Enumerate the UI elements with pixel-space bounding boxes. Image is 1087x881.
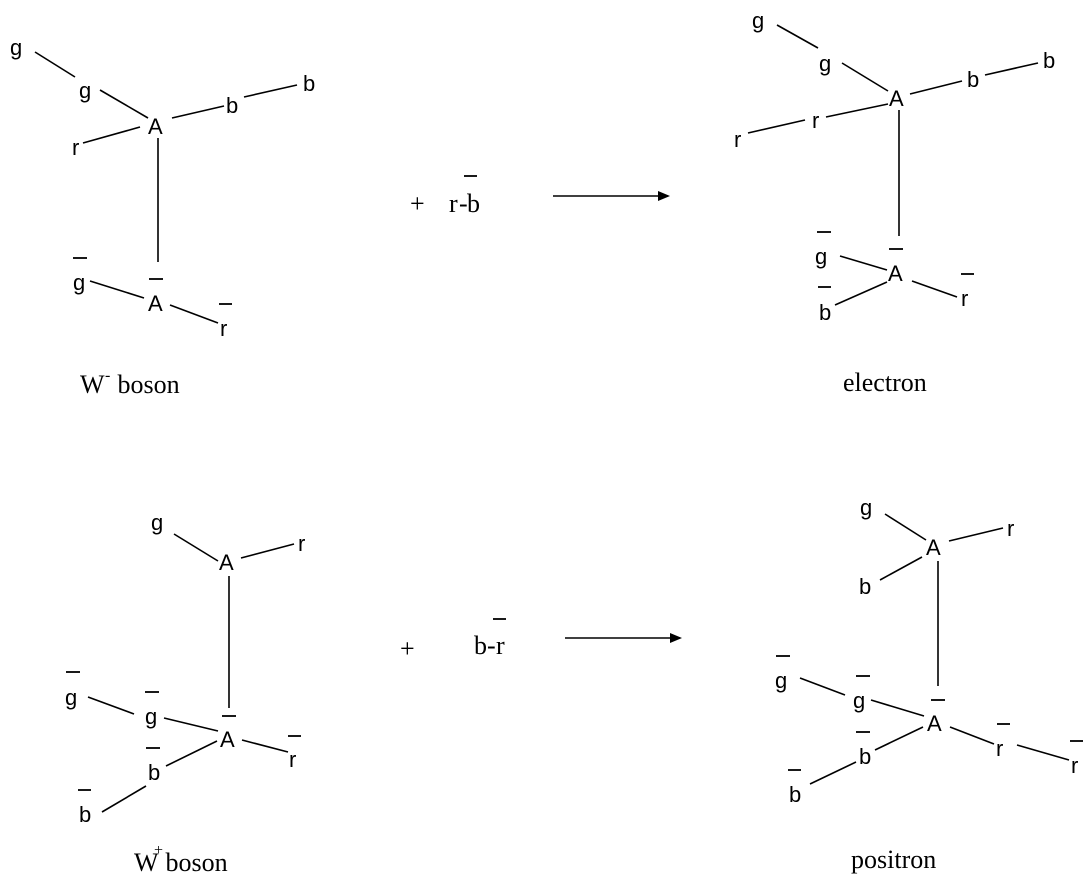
addend-left: r <box>449 189 458 218</box>
addend-left: b <box>474 631 487 660</box>
addend-dash: - <box>487 631 496 660</box>
name-rest: boson <box>159 848 228 877</box>
node-r-anti-inner: r <box>996 736 1003 761</box>
node-a-anti: A <box>220 727 235 752</box>
node-a-top: A <box>889 86 904 111</box>
reaction-2-addend: + b - r <box>400 618 506 663</box>
node-b: b <box>859 574 871 599</box>
node-g-anti-outer: g <box>775 668 787 693</box>
node-r: r <box>298 531 305 556</box>
plus-sign: + <box>410 189 425 218</box>
node-g-outer: g <box>752 8 764 33</box>
addend-right: b <box>467 189 480 218</box>
node-r-anti-outer: r <box>1071 753 1078 778</box>
name-base: W <box>80 370 105 399</box>
node-r-anti: r <box>961 286 968 311</box>
node-g-anti-inner: g <box>853 688 865 713</box>
w-minus-boson-label: W - boson <box>80 367 180 399</box>
node-a-anti: A <box>888 261 903 286</box>
plus-sign: + <box>400 634 415 663</box>
node-g-inner: g <box>79 78 91 103</box>
node-g-anti-outer: g <box>65 685 77 710</box>
node-g-anti: g <box>815 244 827 269</box>
node-g: g <box>151 510 163 535</box>
node-r: r <box>72 135 79 160</box>
node-g: g <box>860 495 872 520</box>
node-b-anti-outer: b <box>79 802 91 827</box>
reaction-1-addend: + r - b <box>410 175 480 218</box>
node-g-inner: g <box>819 51 831 76</box>
w-plus-boson-label: W + boson <box>134 842 228 877</box>
node-b-outer: b <box>1043 48 1055 73</box>
node-a-top: A <box>926 535 941 560</box>
electron-label: electron <box>843 368 927 397</box>
node-g-anti: g <box>73 270 85 295</box>
addend-dash: - <box>459 189 468 218</box>
positron-label: positron <box>851 845 936 874</box>
node-a-top: A <box>148 114 163 139</box>
node-b-inner: b <box>967 67 979 92</box>
node-a-top: A <box>219 550 234 575</box>
node-b-anti-outer: b <box>789 782 801 807</box>
name-rest: boson <box>111 370 180 399</box>
node-b-inner: b <box>226 93 238 118</box>
node-a-anti: A <box>148 291 163 316</box>
name-sup: + <box>154 842 163 859</box>
node-r-anti: r <box>289 747 296 772</box>
positron-structure: g A r b g g A b b r r <box>775 495 1083 807</box>
node-r-outer: r <box>734 127 741 152</box>
node-g-outer: g <box>10 35 22 60</box>
w-plus-boson-structure: g A r g g A b b r <box>65 510 305 827</box>
node-r: r <box>1007 516 1014 541</box>
node-g-anti-inner: g <box>145 704 157 729</box>
node-b-anti-inner: b <box>148 760 160 785</box>
name-base: W <box>134 848 159 877</box>
node-b-anti: b <box>819 300 831 325</box>
electron-structure: g g r r A b b g A r b <box>734 8 1055 325</box>
node-a-anti: A <box>927 711 942 736</box>
node-r-inner: r <box>812 108 819 133</box>
node-b-outer: b <box>303 71 315 96</box>
node-r-anti: r <box>220 316 227 341</box>
addend-right: r <box>496 631 505 660</box>
w-minus-boson-structure: g g r A b b g A r <box>10 35 315 341</box>
node-b-anti-inner: b <box>859 744 871 769</box>
name-sup: - <box>105 367 110 384</box>
